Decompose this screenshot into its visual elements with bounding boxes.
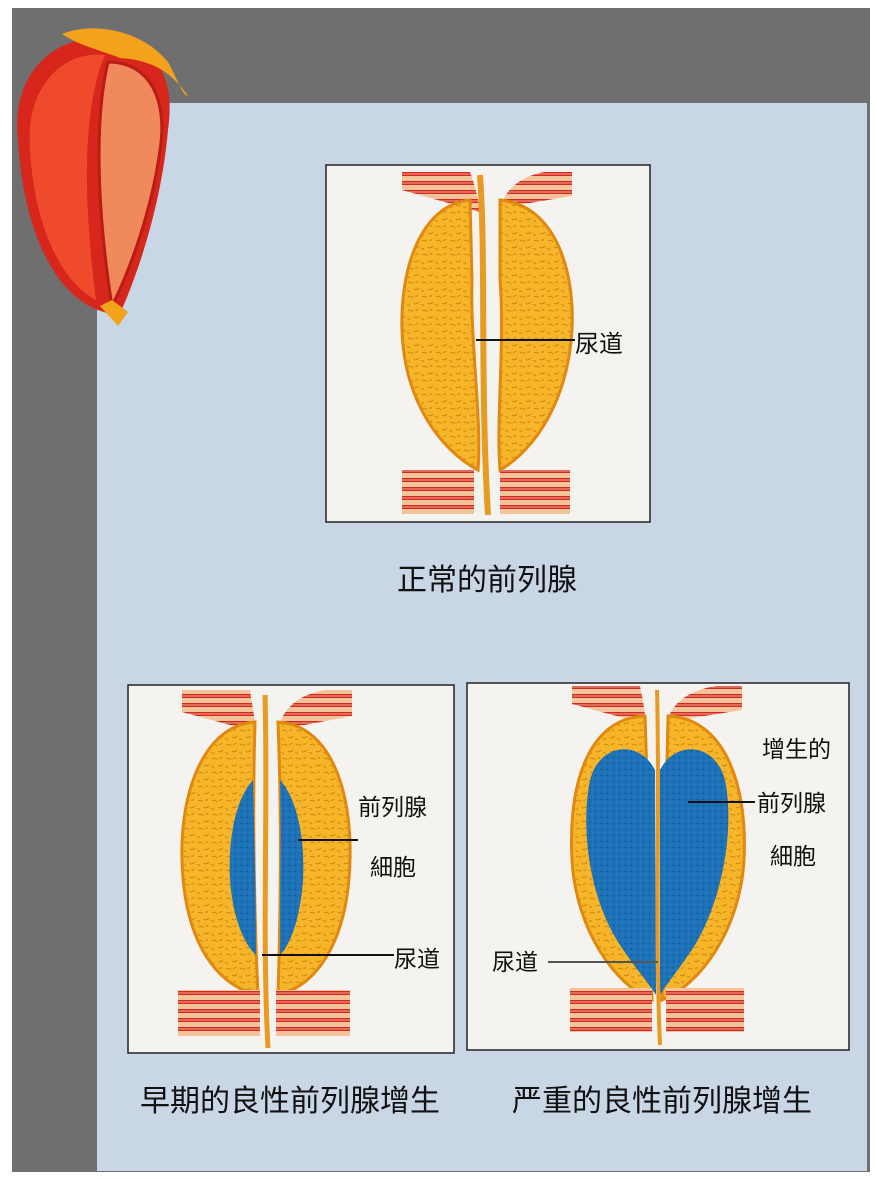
severe-urethra-label: 尿道 bbox=[492, 950, 538, 976]
normal-panel: 尿道 bbox=[325, 164, 651, 523]
severe-cell-label-2: 前列腺 bbox=[757, 791, 826, 817]
severe-panel: 增生的 前列腺 細胞 尿道 bbox=[466, 682, 850, 1051]
early-panel: 前列腺 細胞 尿道 bbox=[127, 684, 455, 1054]
severe-caption: 严重的良性前列腺增生 bbox=[512, 1084, 812, 1119]
severe-cell-label-1: 增生的 bbox=[762, 737, 831, 763]
early-caption: 早期的良性前列腺增生 bbox=[140, 1084, 440, 1119]
early-cell-label-1: 前列腺 bbox=[358, 795, 427, 821]
severe-cell-label-3: 細胞 bbox=[770, 844, 816, 870]
early-urethra-label: 尿道 bbox=[394, 947, 440, 973]
prostate-icon bbox=[17, 28, 188, 326]
early-cell-label-2: 細胞 bbox=[370, 855, 416, 881]
normal-urethra-label: 尿道 bbox=[575, 330, 623, 358]
normal-caption: 正常的前列腺 bbox=[397, 563, 577, 598]
